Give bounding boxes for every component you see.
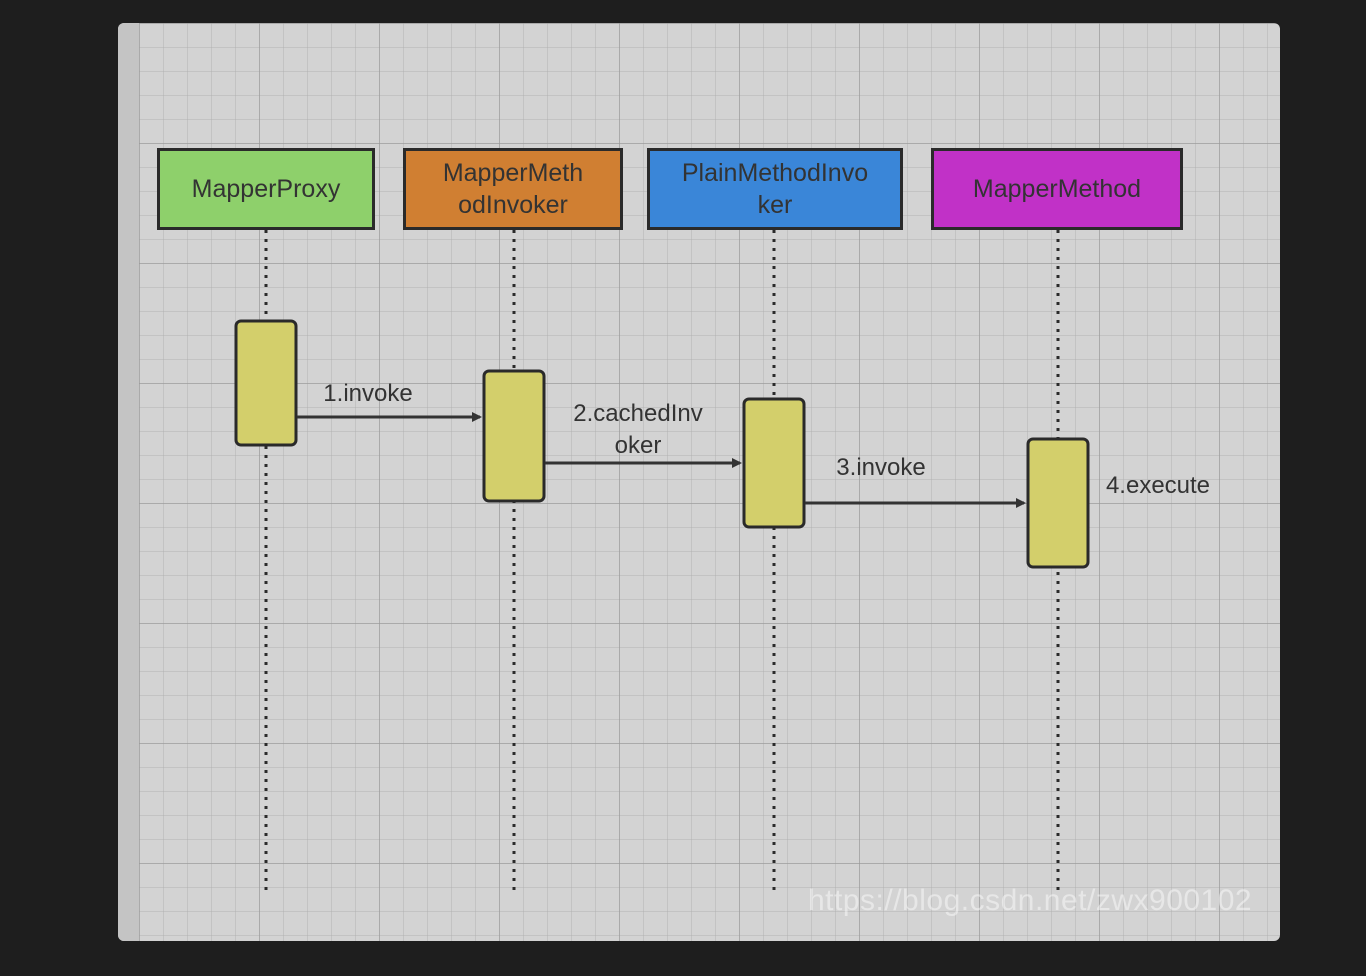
message-label-4: 4.execute [1105, 472, 1211, 499]
canvas-left-strip [118, 23, 139, 941]
message-label-3: 3.invoke [836, 454, 926, 481]
activation-box-mappermethod [1026, 437, 1090, 569]
lifeline-header-label: MapperProxy [191, 175, 341, 203]
lifeline-header-label: MapperMethod [972, 175, 1142, 203]
lifeline-header-mappermethodinvoker: MapperMeth odInvoker [403, 148, 623, 230]
lifeline-header-mappermethod: MapperMethod [931, 148, 1183, 230]
activation-box-plainmethodinvoker [742, 397, 806, 529]
lifeline-header-plainmethodinvoker: PlainMethodInvo ker [647, 148, 903, 230]
activation-box-mapperproxy [234, 319, 298, 447]
message-label-1: 1.invoke [323, 380, 413, 407]
activation-box-mappermethodinvoker [482, 369, 546, 503]
lifeline-header-label: PlainMethodInvo ker [681, 159, 869, 219]
lifeline-header-label: MapperMeth odInvoker [442, 159, 584, 219]
watermark-text: https://blog.csdn.net/zwx900102 [808, 884, 1253, 917]
lifeline-header-mapperproxy: MapperProxy [157, 148, 375, 230]
message-label-2: 2.cachedInv oker [573, 400, 703, 459]
